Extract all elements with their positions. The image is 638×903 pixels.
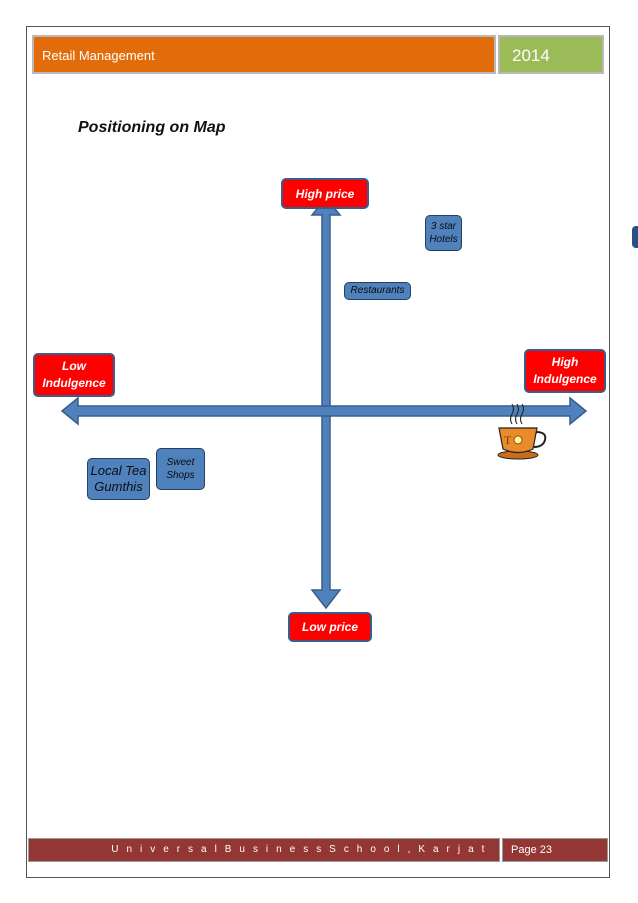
header-year: 2014 <box>512 46 550 65</box>
page-number: Page 23 <box>511 844 552 856</box>
footer-school: U n i v e r s a l B u s i n e s s S c h … <box>111 844 487 855</box>
three-star-hotels-box: 3 star Hotels <box>425 215 462 251</box>
svg-text:T: T <box>504 433 512 447</box>
restaurants-box: Restaurants <box>344 282 411 300</box>
header-year-box: 2014 <box>498 35 604 74</box>
tea-cup-icon: T <box>497 403 547 460</box>
low-indulgence-label: Low Indulgence <box>33 353 115 397</box>
local-tea-gumthis-box: Local Tea Gumthis <box>87 458 150 500</box>
header-title: Retail Management <box>42 48 155 63</box>
vertical-axis-arrow <box>310 196 342 610</box>
page-edge-tab <box>632 226 638 248</box>
horizontal-axis-arrow <box>60 396 588 426</box>
low-price-label: Low price <box>288 612 372 642</box>
footer-bar: U n i v e r s a l B u s i n e s s S c h … <box>28 838 500 862</box>
high-indulgence-label: High Indulgence <box>524 349 606 393</box>
high-price-label: High price <box>281 178 369 209</box>
section-title: Positioning on Map <box>78 119 226 136</box>
footer-page-box: Page 23 <box>502 838 608 862</box>
page-border <box>26 26 610 878</box>
sweet-shops-box: Sweet Shops <box>156 448 205 490</box>
header-bar: Retail Management <box>32 35 496 74</box>
